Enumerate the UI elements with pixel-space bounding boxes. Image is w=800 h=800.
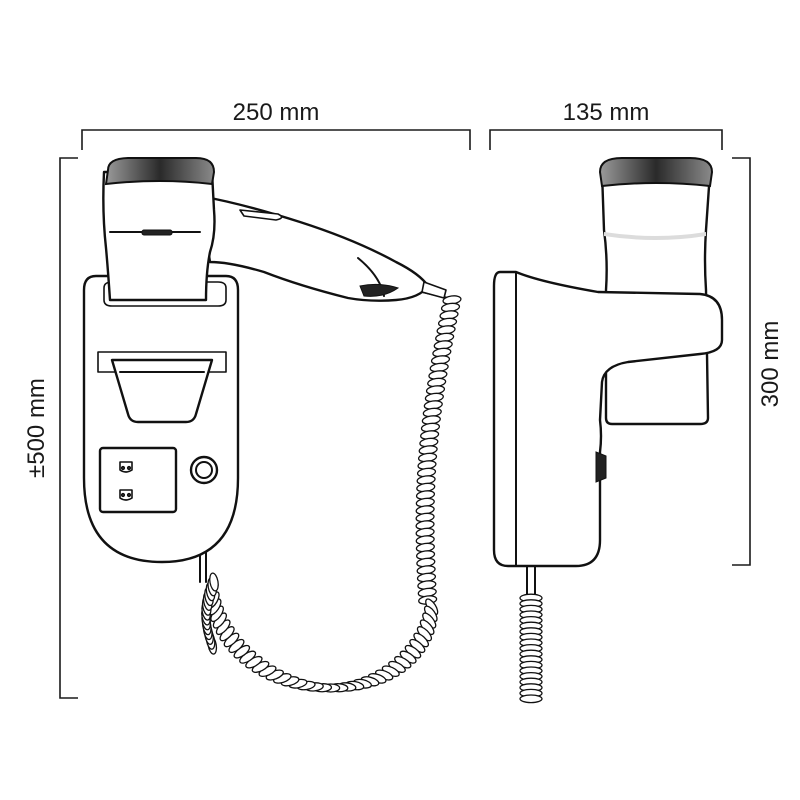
- side-grille: [598, 157, 714, 188]
- front-grille: [104, 157, 216, 186]
- shaver-socket: [98, 446, 219, 514]
- side-coiled-cord: [519, 565, 543, 704]
- side-width-label: 135 mm: [563, 99, 650, 126]
- dimension-dryer-height: 300 mm: [732, 157, 784, 566]
- dryer-body-front: [102, 170, 216, 302]
- nozzle-recess: [97, 351, 227, 424]
- total-height-label: ±500 mm: [23, 378, 50, 478]
- front-width-label: 250 mm: [233, 99, 320, 126]
- socket-switch-knob: [189, 455, 219, 485]
- front-view: [82, 157, 462, 693]
- dimension-front-width: 250 mm: [81, 99, 471, 150]
- socket-outlet-top-icon: [119, 461, 133, 473]
- side-view: [492, 157, 724, 704]
- holder-side-profile: [492, 270, 724, 568]
- dryer-height-label: 300 mm: [757, 321, 784, 408]
- front-coiled-cord: [199, 287, 462, 693]
- dimension-total-height: ±500 mm: [23, 157, 78, 699]
- socket-outlet-bottom-icon: [119, 489, 133, 501]
- dimension-side-width: 135 mm: [489, 99, 723, 150]
